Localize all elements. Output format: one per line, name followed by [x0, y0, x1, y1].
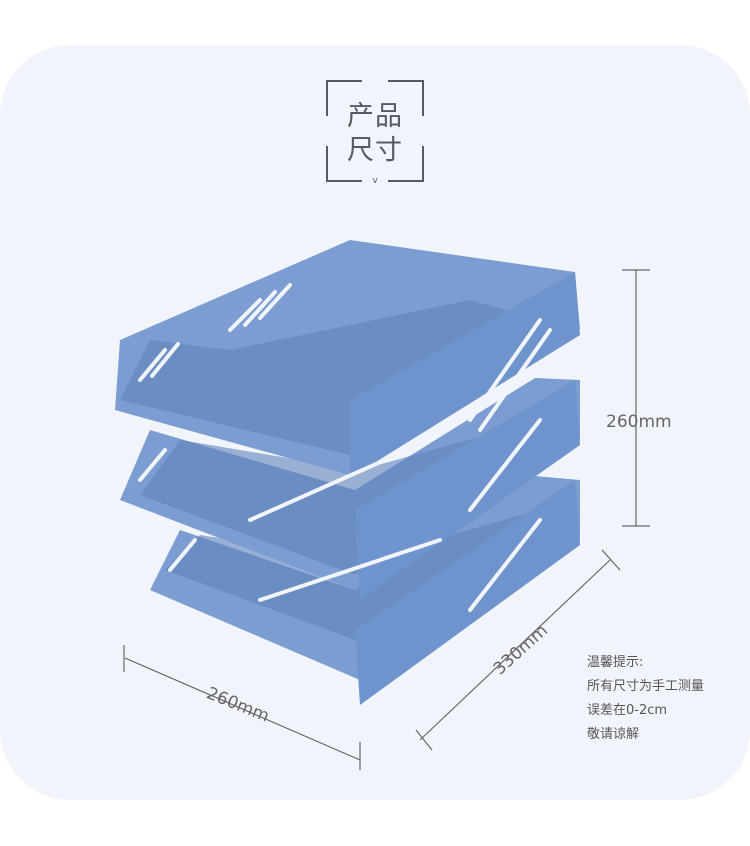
note-line: 敬请谅解 — [587, 727, 640, 742]
title-line-1: 产品 — [347, 101, 403, 132]
chevron-down-icon: v — [372, 176, 378, 186]
frame-corner — [388, 146, 424, 182]
note-line: 误差在0-2cm — [587, 703, 668, 718]
height-dimension-label: 260mm — [606, 412, 672, 432]
measurement-note: 温馨提示: 所有尺寸为手工测量 误差在0-2cm 敬请谅解 — [587, 651, 704, 747]
frame-corner — [326, 80, 362, 116]
tray-stack — [115, 240, 580, 705]
note-line: 温馨提示: — [587, 655, 644, 670]
frame-corner — [326, 146, 362, 182]
title-line-2: 尺寸 — [347, 135, 403, 166]
note-line: 所有尺寸为手工测量 — [587, 679, 705, 694]
tray-middle — [120, 378, 580, 600]
dimension-lines — [123, 269, 650, 770]
tray-top — [115, 240, 580, 478]
tray-vents — [138, 283, 552, 612]
frame-corner — [388, 80, 424, 116]
section-title: 产品 尺寸 v — [326, 80, 424, 186]
